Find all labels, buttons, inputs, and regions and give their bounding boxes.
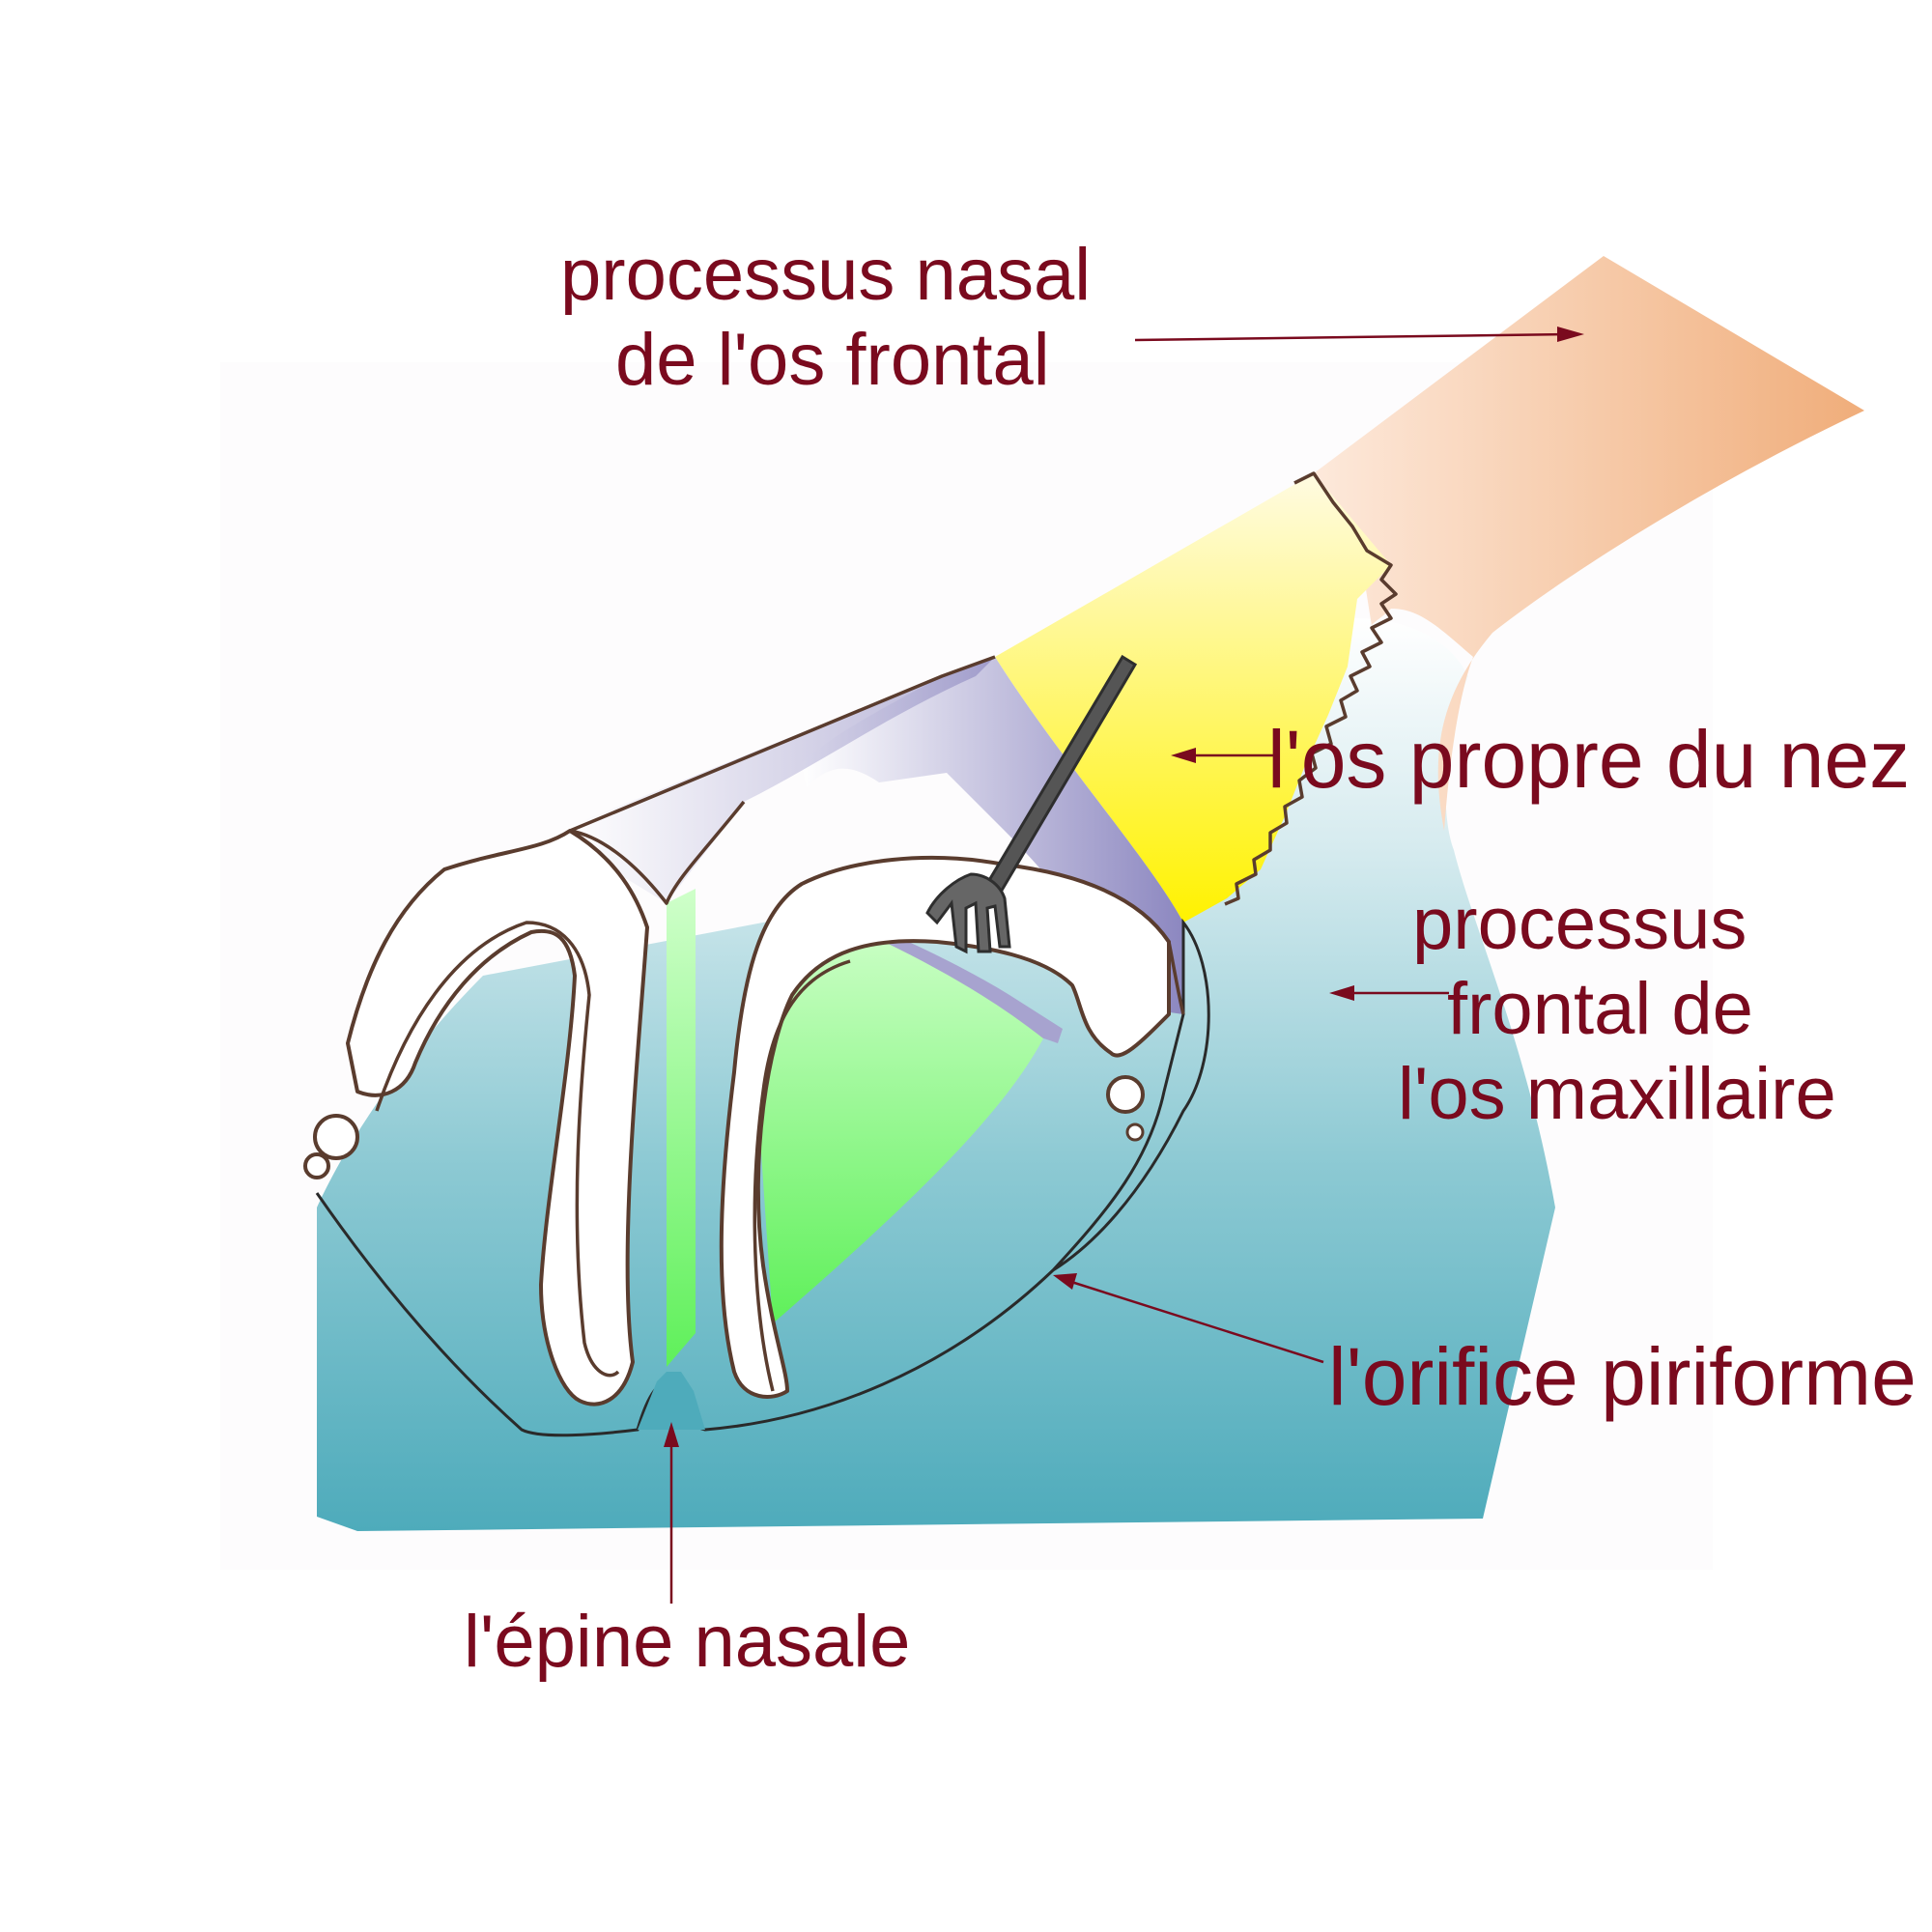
arrow-piriform [1067,1279,1324,1364]
right-sesamoid-2 [1125,1122,1145,1142]
label-frontal-line1: processus nasal [560,234,1091,316]
arrow-nasal-bone-head [1171,748,1196,763]
right-sesamoid-1 [1106,1075,1145,1114]
piriform-aperture [315,918,1210,1437]
arrow-frontal-head [1557,327,1584,342]
nasal-spine-gap [638,1372,705,1430]
dorsum-line [569,655,996,833]
left-alar-cartilage [346,829,649,1406]
label-maxillary-line2: frontal de [1447,968,1753,1050]
frontal-nasal-process [1314,256,1864,831]
septum-top [569,800,746,905]
arrow-piriform-head [1053,1273,1077,1290]
label-nasal-bone: l'os propre du nez [1267,714,1910,805]
nasal-suture [1224,471,1398,906]
arrow-frontal [1134,332,1571,342]
right-alar-inner [753,959,851,1392]
nasal-septum [667,889,696,1367]
lateral-line [1167,941,1185,1015]
nasal-bone [995,473,1391,923]
surgical-instrument [925,654,1138,954]
arrow-maxillary-head [1329,985,1354,1001]
left-alar-inner [375,921,620,1378]
left-sesamoid-1 [313,1114,359,1160]
label-maxillary-line1: processus [1412,883,1747,965]
arrow-spine-head [664,1422,679,1447]
label-frontal-line2: de l'os frontal [615,319,1050,401]
upper-cartilage-band-left [570,657,995,903]
label-piriform: l'orifice piriforme [1328,1331,1917,1422]
septum-triangle [753,913,1043,1323]
left-sesamoid-2 [303,1152,330,1179]
label-maxillary-line3: l'os maxillaire [1398,1053,1836,1135]
label-spine: l'épine nasale [464,1601,910,1683]
